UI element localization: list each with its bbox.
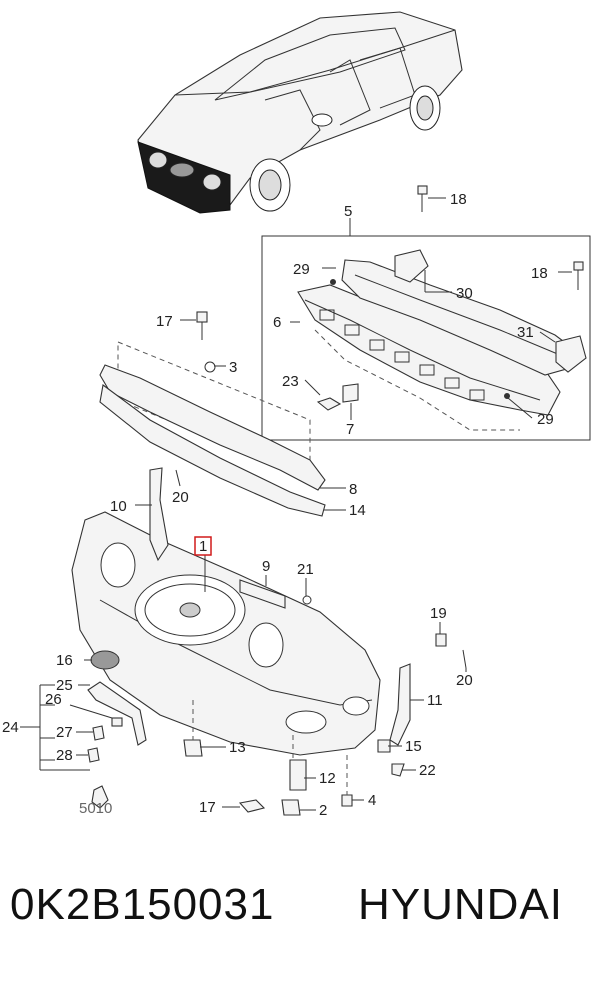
- callout-5: 5: [344, 203, 352, 220]
- callout-18a: 18: [450, 191, 467, 208]
- callout-4: 4: [368, 792, 376, 809]
- front-bumper: [71, 467, 411, 756]
- callout-10: 10: [110, 498, 127, 515]
- callout-21: 21: [297, 561, 314, 578]
- parts-diagram: 18 5 29 30 18 6 31 23 7 29 17 3 8 14 10 …: [2, 11, 591, 819]
- callout-1-highlight-box: [194, 536, 212, 556]
- leader-lines: [20, 197, 572, 811]
- callout-16: 16: [56, 652, 73, 669]
- callout-14: 14: [349, 502, 366, 519]
- callout-8: 8: [349, 481, 357, 498]
- callout-24: 24: [2, 719, 19, 736]
- callout-29a: 29: [293, 261, 310, 278]
- upper-rails: [99, 311, 326, 517]
- callout-31: 31: [517, 324, 534, 341]
- callout-5010: 5010: [79, 800, 112, 817]
- callout-11: 11: [427, 692, 443, 709]
- callout-13: 13: [229, 739, 246, 756]
- car-illustration: [137, 11, 463, 214]
- callout-2: 2: [319, 802, 327, 819]
- callout-30: 30: [456, 285, 473, 302]
- bracket-group-24: [39, 681, 147, 809]
- callout-22: 22: [419, 762, 436, 779]
- callout-20a: 20: [172, 489, 189, 506]
- callout-28: 28: [56, 747, 73, 764]
- callout-20b: 20: [456, 672, 473, 689]
- callout-18b: 18: [531, 265, 548, 282]
- brand-name: HYUNDAI: [358, 880, 564, 929]
- callout-labels: 18 5 29 30 18 6 31 23 7 29 17 3 8 14 10 …: [2, 191, 554, 819]
- callout-19: 19: [430, 605, 447, 622]
- callout-27: 27: [56, 724, 73, 741]
- bolt-18-group: [417, 185, 584, 290]
- callout-23: 23: [282, 373, 299, 390]
- callout-9: 9: [262, 558, 270, 575]
- callout-17a: 17: [156, 313, 173, 330]
- fasteners: [183, 595, 467, 816]
- callout-29b: 29: [537, 411, 554, 428]
- callout-17b: 17: [199, 799, 216, 816]
- part-number: 0K2B150031: [10, 880, 275, 929]
- callout-25: 25: [56, 677, 73, 694]
- callout-15: 15: [405, 738, 422, 755]
- callout-1: 1: [199, 538, 207, 555]
- callout-6: 6: [273, 314, 281, 331]
- callout-26: 26: [45, 691, 62, 708]
- callout-3: 3: [229, 359, 237, 376]
- callout-12: 12: [319, 770, 336, 787]
- reinforcement-group: [261, 218, 591, 441]
- callout-7: 7: [346, 421, 354, 438]
